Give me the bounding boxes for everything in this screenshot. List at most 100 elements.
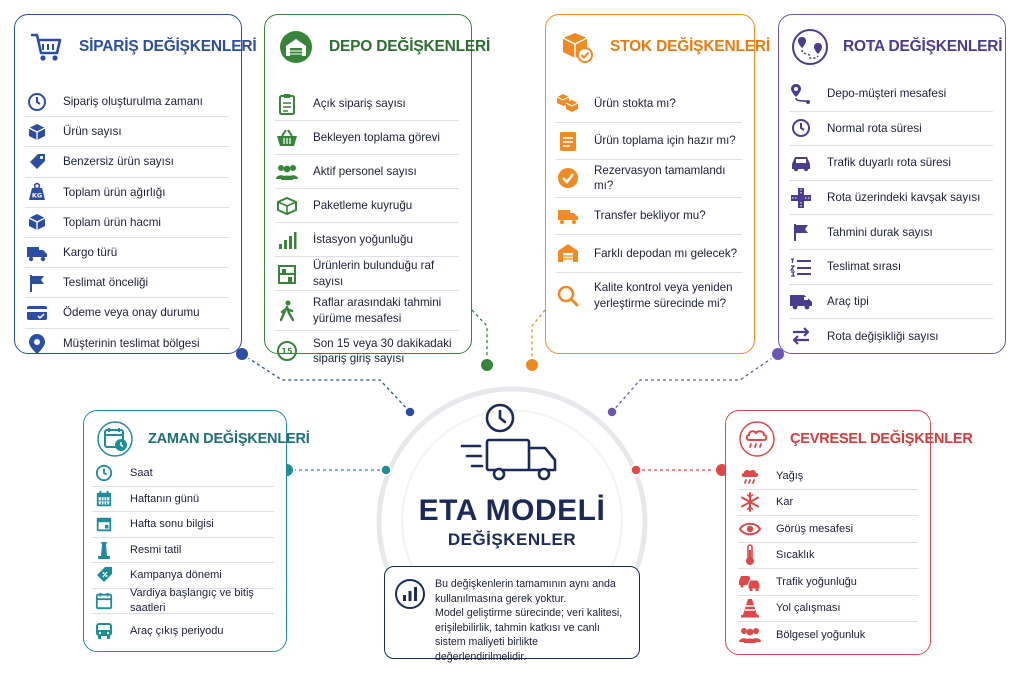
shopping-cart-icon bbox=[25, 26, 67, 68]
list-item: Yol çalışması bbox=[738, 596, 918, 622]
list-item: Trafik duyarlı rota süresi bbox=[789, 146, 993, 181]
card-icon bbox=[25, 301, 49, 325]
basket-icon bbox=[275, 126, 299, 150]
zaman-title: ZAMAN DEĞİŞKENLERİ bbox=[148, 431, 310, 447]
stok-dot bbox=[524, 357, 540, 373]
list-item: Haftanın günü bbox=[92, 487, 274, 512]
zaman-header: ZAMAN DEĞİŞKENLERİ bbox=[94, 415, 310, 463]
calendar-clock-icon bbox=[94, 418, 136, 460]
rota-dot bbox=[770, 346, 786, 362]
list-item: Kalite kontrol veya yeniden yerleştirme … bbox=[556, 273, 742, 319]
list-item: Transfer bekliyor mu? bbox=[556, 198, 742, 235]
monument-icon bbox=[92, 538, 116, 562]
rota-list: Depo-müşteri mesafesi Normal rota süresi… bbox=[789, 77, 993, 354]
list-item: Bekleyen toplama görevi bbox=[275, 121, 459, 155]
center-title: ETA MODELİ bbox=[418, 494, 606, 527]
box-icon bbox=[25, 120, 49, 144]
siparis-connector bbox=[241, 353, 411, 413]
calendar-icon bbox=[92, 487, 116, 511]
list-item: Benzersiz ürün sayısı bbox=[25, 147, 229, 178]
box-check-icon bbox=[556, 26, 598, 68]
list-item: Kampanya dönemi bbox=[92, 563, 274, 589]
flag-icon bbox=[25, 271, 49, 295]
note-box: Bu değişkenlerin tamamının aynı anda kul… bbox=[384, 566, 640, 663]
depo-connector bbox=[471, 309, 488, 365]
hub-ring bbox=[376, 386, 648, 616]
list-item: Rezervasyon tamamlandı mı? bbox=[556, 160, 742, 198]
cevre-list: Yağış Kar Görüş mesafesi Sıcaklık Trafik… bbox=[738, 463, 918, 649]
zaman-hub-dot bbox=[380, 464, 392, 476]
list-item: Ürün stokta mı? bbox=[556, 85, 742, 123]
weight-icon: KG bbox=[25, 180, 49, 204]
list-item: Araç tipi bbox=[789, 285, 993, 320]
cevre-panel: ÇEVRESEL DEĞİŞKENLER Yağış Kar Görüş mes… bbox=[725, 410, 973, 655]
percent-tag-icon bbox=[92, 563, 116, 587]
truck-icon bbox=[556, 204, 580, 228]
center-subtitle: DEĞİŞKENLER bbox=[447, 530, 577, 549]
list-item: Resmi tatil bbox=[92, 538, 274, 563]
list-item: Ürünlerin bulunduğu raf sayısı bbox=[275, 257, 459, 291]
list-item: Farklı depodan mı gelecek? bbox=[556, 235, 742, 273]
list-item: Kar bbox=[738, 490, 918, 516]
clock-icon bbox=[25, 90, 49, 114]
rota-title: ROTA DEĞİŞKENLERİ bbox=[843, 38, 1003, 55]
clock-icon bbox=[92, 461, 116, 485]
rota-panel: ROTA DEĞİŞKENLERİ Depo-müşteri mesafesi … bbox=[778, 14, 1006, 354]
rota-header: ROTA DEĞİŞKENLERİ bbox=[789, 23, 1003, 71]
list-item: Müşterinin teslimat bölgesi bbox=[25, 329, 229, 359]
list-item: Trafik yoğunluğu bbox=[738, 569, 918, 596]
walking-person-icon bbox=[275, 299, 299, 323]
thermometer-icon bbox=[738, 543, 762, 567]
location-pin-icon bbox=[25, 332, 49, 356]
intersection-icon bbox=[789, 186, 813, 210]
list-item: Rota üzerindeki kavşak sayısı bbox=[789, 181, 993, 216]
cevre-hub-dot bbox=[630, 464, 642, 476]
note-text: Bu değişkenlerin tamamının aynı anda kul… bbox=[435, 578, 623, 664]
warehouse-icon bbox=[275, 26, 317, 68]
car-icon bbox=[789, 151, 813, 175]
list-item: Araç çıkış periyodu bbox=[92, 614, 274, 648]
checklist-icon bbox=[556, 129, 580, 153]
stok-title: STOK DEĞİŞKENLERİ bbox=[610, 38, 770, 55]
list-item: Vardiya başlangıç ve bitiş saatleri bbox=[92, 587, 274, 614]
clipboard-icon bbox=[275, 92, 299, 116]
timer-icon: 15 bbox=[275, 339, 299, 363]
boxes-icon bbox=[556, 91, 580, 115]
van-icon bbox=[789, 289, 813, 313]
bus-icon bbox=[92, 619, 116, 643]
siparis-list: Sipariş oluşturulma zamanı Ürün sayısı B… bbox=[25, 87, 229, 359]
svg-text:15: 15 bbox=[281, 347, 293, 356]
calendar-weekend-icon bbox=[92, 512, 116, 536]
list-item: Bölgesel yoğunluk bbox=[738, 622, 918, 649]
list-item: Raflar arasındaki tahmini yürüme mesafes… bbox=[275, 291, 459, 331]
rota-hub-dot bbox=[606, 406, 618, 418]
eta-truck-clock-icon bbox=[460, 403, 557, 481]
route-icon bbox=[789, 26, 831, 68]
list-item: Teslimat önceliği bbox=[25, 268, 229, 299]
cloud-rain-icon bbox=[736, 418, 778, 460]
list-item: İstasyon yoğunluğu bbox=[275, 223, 459, 257]
depo-panel: DEPO DEĞİŞKENLERİ Açık sipariş sayısı Be… bbox=[264, 14, 490, 365]
siparis-dot bbox=[234, 346, 250, 362]
list-item: Rota değişikliği sayısı bbox=[789, 319, 993, 354]
swap-arrows-icon bbox=[789, 324, 813, 348]
list-item: Saat bbox=[92, 461, 274, 487]
stok-panel: STOK DEĞİŞKENLERİ Ürün stokta mı? Ürün t… bbox=[545, 14, 770, 354]
zaman-panel: ZAMAN DEĞİŞKENLERİ Saat Haftanın günü Ha… bbox=[83, 410, 310, 652]
depo-header: DEPO DEĞİŞKENLERİ bbox=[275, 23, 490, 71]
depo-title: DEPO DEĞİŞKENLERİ bbox=[329, 38, 491, 55]
siparis-header: SİPARİŞ DEĞİŞKENLERİ bbox=[25, 23, 257, 71]
rain-icon bbox=[738, 464, 762, 488]
svg-text:KG: KG bbox=[32, 192, 42, 200]
people-icon bbox=[275, 160, 299, 184]
signal-bars-icon bbox=[275, 228, 299, 252]
shelf-icon bbox=[275, 262, 299, 286]
stok-list: Ürün stokta mı? Ürün toplama için hazır … bbox=[556, 85, 742, 319]
list-item: Depo-müşteri mesafesi bbox=[789, 77, 993, 112]
tag-icon bbox=[25, 150, 49, 174]
route-pin-icon bbox=[789, 82, 813, 106]
warehouse-icon bbox=[556, 241, 580, 265]
